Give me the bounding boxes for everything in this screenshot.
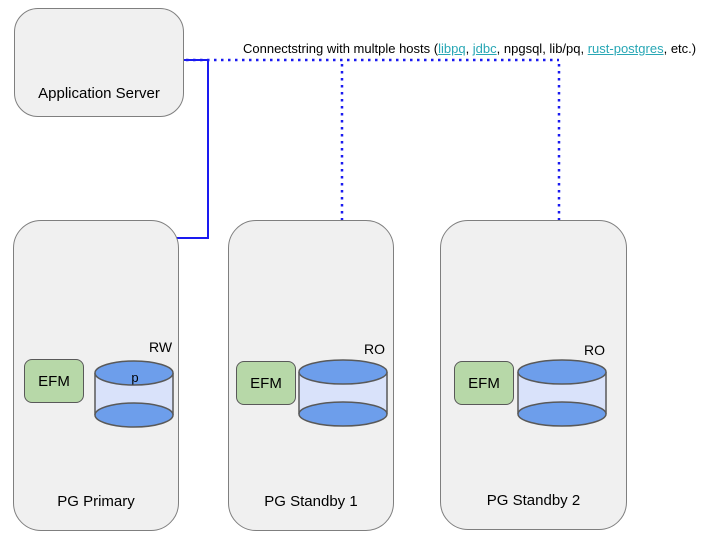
primary-db-label: p [131,370,138,385]
efm-label-standby1: EFM [250,374,282,392]
database-cylinder-standby2-icon [517,359,607,427]
efm-label-standby2: EFM [468,374,500,392]
access-mode-label-standby2: RO [584,342,605,358]
libpq-link[interactable]: libpq [438,41,466,56]
caption-text-prefix: Connectstring with multple hosts ( [243,41,439,56]
efm-box-standby2: EFM [454,361,514,405]
application-server-label: Application Server [38,85,160,102]
pg-primary-label: PG Primary [57,493,135,510]
efm-box-primary: EFM [24,359,84,403]
application-server-box: Application Server [14,8,184,117]
access-mode-label-standby1: RO [364,341,385,357]
pg-primary-node: EFM RW p PG Primary [13,220,179,531]
caption-text-suffix: , etc.) [663,41,697,56]
database-cylinder-standby1-icon [298,359,388,427]
pg-standby1-label: PG Standby 1 [264,493,358,510]
rust-postgres-link[interactable]: rust-postgres [587,41,664,56]
caption-text-middle: , npgsql, lib/pq, [496,41,588,56]
access-mode-label-primary: RW [149,339,173,355]
efm-box-standby1: EFM [236,361,296,405]
efm-label-primary: EFM [38,372,70,390]
pg-standby1-node: EFM RO PG Standby 1 [228,220,394,531]
caption-separator-1: , [465,41,473,56]
jdbc-link[interactable]: jdbc [472,41,497,56]
pg-standby2-label: PG Standby 2 [486,492,581,509]
database-cylinder-primary-icon: p [94,360,174,428]
connectstring-caption: Connectstring with multple hosts (libpq,… [243,41,696,56]
pg-standby2-node: EFM RO PG Standby 2 [440,220,627,530]
